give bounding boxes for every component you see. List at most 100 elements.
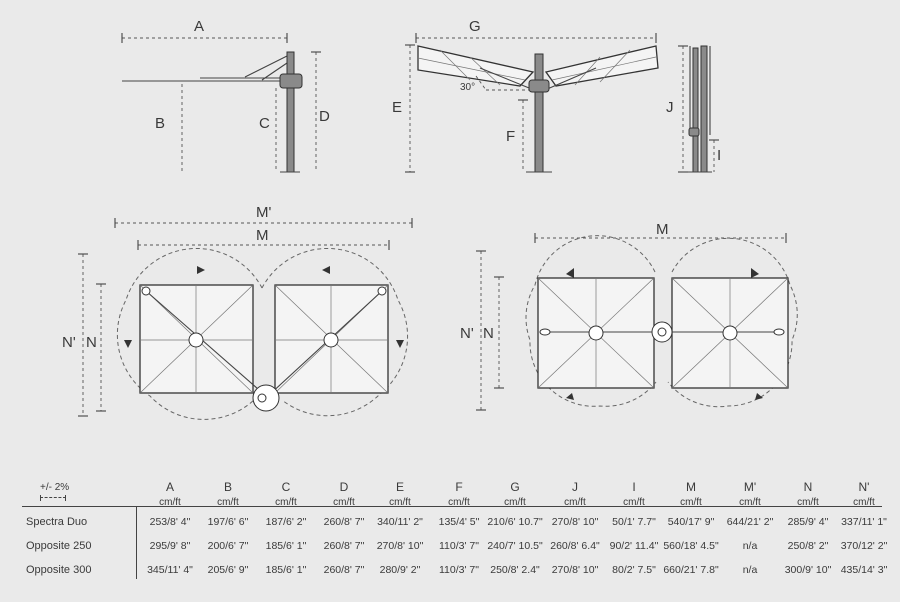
table-cell: 250/8' 2"	[787, 540, 829, 552]
table-cell: 644/21' 2"	[726, 516, 774, 528]
table-cell: 110/3' 7"	[439, 564, 479, 576]
column-header-unit: cm/ft	[333, 497, 355, 508]
table-cell: 260/8' 7"	[323, 540, 365, 552]
column-header-unit: cm/ft	[275, 497, 297, 508]
dim-label-f: F	[506, 128, 515, 145]
column-header-unit: cm/ft	[623, 497, 645, 508]
table-cell: 197/6' 6"	[207, 516, 249, 528]
umbrella-diagram: A B C D G 30°	[62, 18, 798, 420]
table-cell: 435/14' 3"	[840, 564, 888, 576]
table-cell: 110/3' 7"	[439, 540, 479, 552]
angle-label: 30°	[460, 82, 475, 93]
column-header-letter: M'	[743, 480, 757, 494]
table-cell: n/a	[742, 564, 758, 576]
table-cell: 270/8' 10"	[551, 516, 599, 528]
table-cell: 185/6' 1"	[265, 540, 307, 552]
column-header-unit: cm/ft	[504, 497, 526, 508]
table-cell: 370/12' 2"	[840, 540, 888, 552]
table-cell: 210/6' 10.7"	[487, 516, 543, 528]
dim-label-n-opposite: N	[483, 325, 494, 342]
column-header-letter: N	[803, 480, 813, 494]
dim-label-a: A	[194, 18, 204, 35]
column-header-letter: F	[455, 480, 463, 494]
table-cell: 345/11' 4"	[147, 564, 193, 576]
column-header-unit: cm/ft	[797, 497, 819, 508]
dim-label-i: I	[717, 147, 721, 164]
column-header-unit: cm/ft	[389, 497, 411, 508]
dim-label-m-prime: M'	[256, 204, 271, 221]
table-cell: 540/17' 9"	[667, 516, 715, 528]
table-cell: 295/9' 8"	[149, 540, 191, 552]
table-cell: n/a	[742, 540, 758, 552]
dim-label-c: C	[259, 115, 270, 132]
dim-label-n: N	[86, 334, 97, 351]
column-header-unit: cm/ft	[448, 497, 470, 508]
table-cell: 240/7' 10.5"	[487, 540, 543, 552]
column-header-letter: D	[339, 480, 349, 494]
table-cell: 185/6' 1"	[265, 564, 307, 576]
table-cell: 660/21' 7.8"	[663, 564, 719, 576]
column-header-letter: E	[395, 480, 404, 494]
column-header-unit: cm/ft	[680, 497, 702, 508]
table-cell: 560/18' 4.5"	[663, 540, 719, 552]
top-view-spectra: M' M N' N	[62, 204, 413, 420]
table-cell: 260/8' 6.4"	[550, 540, 600, 552]
column-header-unit: cm/ft	[853, 497, 875, 508]
dim-label-m: M	[256, 227, 269, 244]
column-header-letter: N'	[858, 480, 870, 494]
dim-label-b: B	[155, 115, 165, 132]
dim-label-n-prime: N'	[62, 334, 76, 351]
table-cell: 187/6' 2"	[265, 516, 307, 528]
column-header-unit: cm/ft	[217, 497, 239, 508]
table-cell: 270/8' 10"	[551, 564, 599, 576]
column-header: M' cm/ft	[724, 480, 776, 508]
top-view-opposite: M N' N	[460, 221, 798, 411]
tolerance-indicator	[40, 495, 66, 501]
column-header-letter: G	[510, 480, 520, 494]
table-cell: 340/11' 2"	[377, 516, 423, 528]
dim-label-j: J	[666, 99, 674, 116]
table-cell: 135/4' 5"	[438, 516, 480, 528]
table-cell: 280/9' 2"	[379, 564, 421, 576]
dim-label-n-prime-opposite: N'	[460, 325, 474, 342]
table-cell: 270/8' 10"	[376, 540, 424, 552]
row-label: Opposite 300	[26, 564, 92, 576]
dim-label-g: G	[469, 18, 481, 35]
column-header-unit: cm/ft	[159, 497, 181, 508]
folded-view: J I	[666, 45, 721, 173]
dim-label-e: E	[392, 99, 402, 116]
table-cell: 260/8' 7"	[323, 564, 365, 576]
column-header-letter: J	[572, 480, 578, 494]
dim-label-m-opposite: M	[656, 221, 669, 238]
header-rule	[22, 506, 882, 507]
column-header-letter: B	[223, 480, 232, 494]
table-cell: 285/9' 4"	[787, 516, 829, 528]
table-cell: 250/8' 2.4"	[490, 564, 540, 576]
table-cell: 337/11' 1"	[841, 516, 887, 528]
row-rule	[136, 507, 137, 579]
table-cell: 260/8' 7"	[323, 516, 365, 528]
row-label: Spectra Duo	[26, 516, 88, 528]
dim-label-d: D	[319, 108, 330, 125]
column-header-letter: M	[686, 480, 696, 494]
column-header-letter: I	[632, 480, 636, 494]
column-header-unit: cm/ft	[739, 497, 761, 508]
column-header: N' cm/ft	[838, 480, 890, 508]
column-header-unit: cm/ft	[564, 497, 586, 508]
table-cell: 80/2' 7.5"	[612, 564, 656, 576]
table-cell: 205/6' 9"	[207, 564, 249, 576]
table-cell: 50/1' 7.7"	[612, 516, 656, 528]
table-cell: 200/6' 7"	[207, 540, 249, 552]
